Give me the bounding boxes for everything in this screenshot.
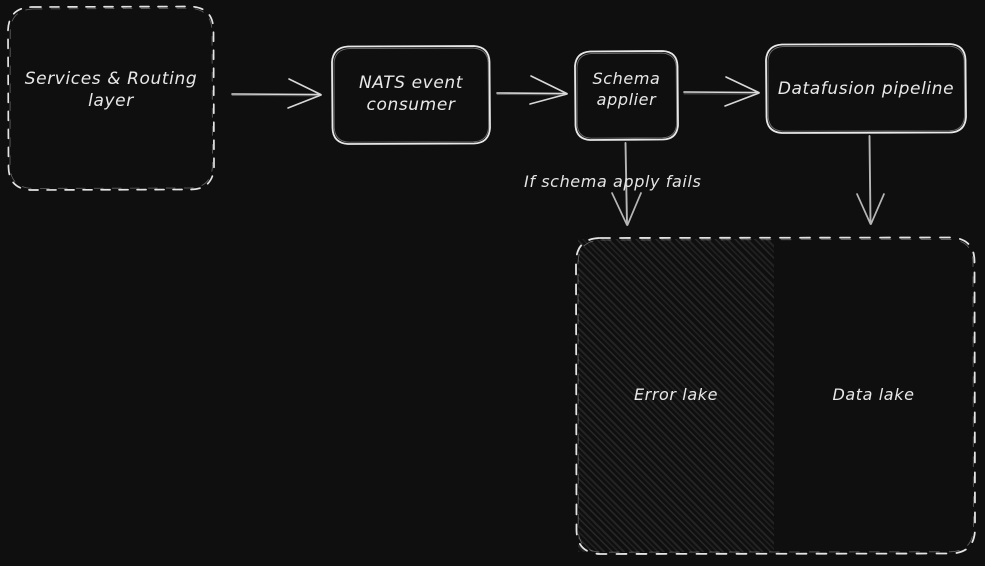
edge-label-if-schema-apply-fails: If schema apply fails: [524, 172, 702, 191]
node-datafusion-pipeline[interactable]: [766, 44, 966, 133]
node-services-routing-layer[interactable]: [8, 6, 214, 190]
edge-schema-to-error-lake-arrow: [611, 142, 642, 226]
node-schema-applier[interactable]: [575, 51, 678, 140]
edge-services-to-nats-arrow: [231, 78, 322, 109]
edge-datafusion-to-data-lake-arrow: [856, 135, 885, 225]
node-data-lake[interactable]: [774, 239, 973, 552]
node-nats-event-consumer[interactable]: [332, 46, 490, 144]
edge-nats-to-schema-arrow: [496, 75, 568, 105]
edge-schema-to-datafusion-arrow: [683, 76, 760, 107]
node-error-lake[interactable]: [578, 239, 774, 552]
